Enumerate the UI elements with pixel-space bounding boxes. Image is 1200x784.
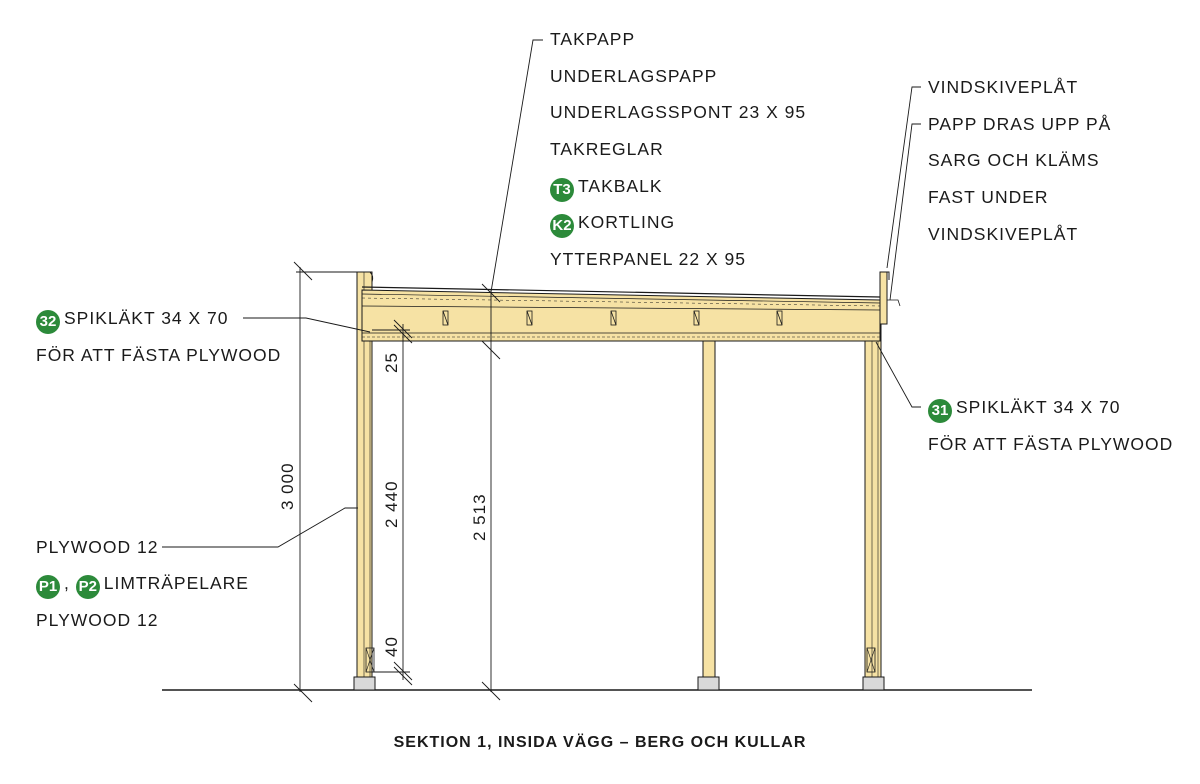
badge-31: 31 — [928, 399, 952, 423]
dim-top-offset: 25 — [382, 352, 401, 373]
badge-p2: P2 — [75, 575, 100, 599]
badge-t3: T3 — [550, 178, 574, 202]
leader-lines — [162, 39, 921, 548]
label-plywood-fasta-right: FÖR ATT FÄSTA PLYWOOD — [928, 434, 1174, 454]
label-sarg: SARG OCH KLÄMS — [928, 150, 1100, 170]
label-plywood-12-bottom: PLYWOOD 12 — [36, 610, 159, 630]
badge-k2: K2 — [550, 214, 574, 238]
roof-structure — [361, 286, 881, 342]
label-takpapp: TAKPAPP — [550, 29, 636, 49]
label-fast-under: FAST UNDER — [928, 187, 1049, 207]
label-spiklakt-32-text: SPIKLÄKT 34 X 70 — [64, 308, 229, 328]
dim-center-height: 2 513 — [470, 493, 489, 541]
label-takbalk-text: TAKBALK — [578, 176, 663, 196]
dim-total-height: 3 000 — [278, 462, 297, 510]
label-takreglar: TAKREGLAR — [550, 139, 664, 159]
label-spiklakt-31-text: SPIKLÄKT 34 X 70 — [956, 397, 1121, 417]
label-ytterpanel: YTTERPANEL 22 X 95 — [550, 249, 746, 269]
foundation-right — [862, 676, 885, 691]
label-vindskiveplat: VINDSKIVEPLÅT — [928, 77, 1079, 97]
foundation-middle — [697, 676, 720, 691]
dim-bottom-offset: 40 — [382, 636, 401, 657]
label-plywood-12-top: PLYWOOD 12 — [36, 537, 159, 557]
dim-inner-height: 2 440 — [382, 480, 401, 528]
middle-post — [702, 340, 716, 678]
label-plywood-fasta-left: FÖR ATT FÄSTA PLYWOOD — [36, 345, 282, 365]
foundation-left — [353, 676, 376, 691]
label-limtrapelare-text: LIMTRÄPELARE — [103, 573, 249, 593]
left-wall — [356, 271, 375, 678]
label-underlagsspont: UNDERLAGSSPONT 23 X 95 — [550, 102, 807, 122]
dimension-lines — [293, 261, 501, 703]
label-kortling-text: KORTLING — [578, 212, 676, 232]
badge-p1: P1 — [36, 575, 60, 599]
label-sep: , — [64, 573, 70, 593]
label-underlagspapp: UNDERLAGSPAPP — [550, 66, 718, 86]
label-papp-dras: PAPP DRAS UPP PÅ — [928, 114, 1112, 134]
label-vindskiveplat-2: VINDSKIVEPLÅT — [928, 224, 1079, 244]
figure-caption: SEKTION 1, INSIDA VÄGG – BERG OCH KULLAR — [393, 734, 807, 751]
badge-32: 32 — [36, 310, 60, 334]
